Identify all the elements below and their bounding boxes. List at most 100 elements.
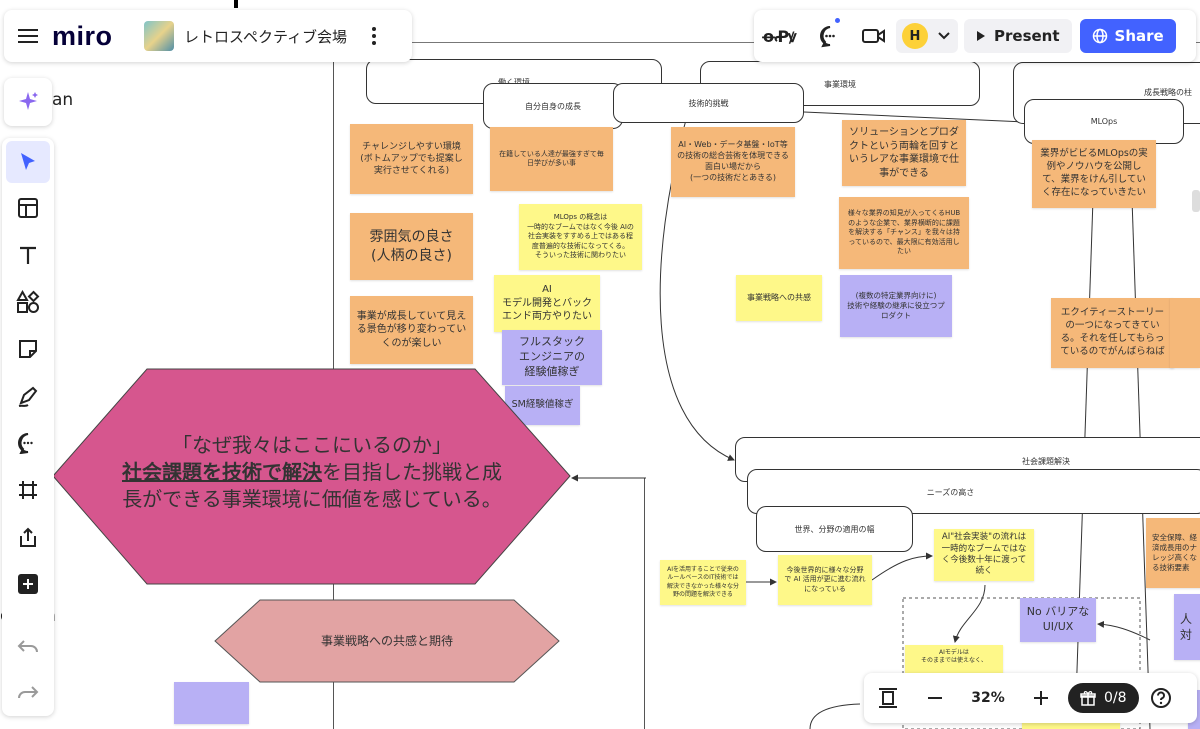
zoom-controls: 32% 0/8: [864, 673, 1197, 723]
help-button[interactable]: [1139, 673, 1183, 723]
sticky-note[interactable]: No バリアな UI/UX: [1020, 598, 1096, 642]
sticky-note[interactable]: 人 対: [1174, 594, 1200, 660]
text-tool[interactable]: [6, 234, 50, 276]
avatar[interactable]: H: [902, 23, 928, 49]
shapes-tool[interactable]: [6, 281, 50, 323]
globe-icon: [1092, 28, 1107, 44]
hamburger-icon[interactable]: [4, 10, 52, 62]
board-title[interactable]: レトロスペクティブ会場: [184, 27, 348, 46]
frame-label: MLOps: [1090, 117, 1118, 126]
frame-label: 働く環境: [367, 77, 661, 88]
more-tools-button[interactable]: [6, 563, 50, 605]
chat-bubble-icon[interactable]: [808, 10, 852, 62]
collaboration-app-icon[interactable]: ꝋꝒꝟ: [762, 27, 796, 46]
frame-tool[interactable]: [6, 469, 50, 511]
sticky-note[interactable]: [174, 682, 249, 724]
play-icon: [977, 31, 985, 41]
fit-screen-button[interactable]: [864, 673, 912, 723]
sticky-note[interactable]: AI・Web・データ基盤・IoT等の技術の総合芸術を体現できる面白い場だから (…: [671, 127, 795, 197]
frame-label: ニーズの高さ: [926, 488, 975, 497]
vertical-dots-icon[interactable]: [356, 10, 392, 62]
zoom-out-button[interactable]: [912, 673, 958, 723]
canvas-marker: [234, 0, 238, 8]
hexagon-main-line3: 長ができる事業環境に価値を感じている。: [122, 487, 502, 511]
hexagon-main-line2: 社会課題を技術で解決を目指した挑戦と成: [52, 459, 572, 486]
share-label: Share: [1114, 27, 1164, 45]
sticky-note[interactable]: エクイティーストーリーの一つになってきている。それを任してもらっているのでがんば…: [1051, 298, 1174, 368]
scroll-handle[interactable]: [1192, 190, 1200, 212]
sticky-note[interactable]: AI モデル開発とバックエンド両方やりたい: [494, 275, 600, 332]
user-menu[interactable]: H: [896, 19, 958, 53]
sticky-note[interactable]: 事業戦略への共感: [736, 275, 822, 321]
chevron-down-icon: [938, 32, 950, 40]
pen-icon: [18, 386, 38, 407]
pen-tool[interactable]: [6, 375, 50, 417]
plus-icon: [1034, 691, 1048, 705]
sticky-note[interactable]: 事業が成長していて見える景色が移り変わっていくのが楽しい: [350, 296, 473, 364]
notification-dot: [835, 18, 840, 23]
board-thumbnail-icon[interactable]: [144, 21, 174, 51]
sticky-note[interactable]: AIを活用することで従来のルールベースのIT技術では解決できなかった様々な分野の…: [660, 560, 746, 605]
video-camera-icon[interactable]: [852, 10, 896, 62]
sticky-note[interactable]: 業界がビビるMLOpsの実例やノウハウを公開して、業界をけん引していく存在になっ…: [1032, 140, 1156, 208]
layout-icon: [18, 198, 38, 218]
sticky-note[interactable]: [1170, 298, 1200, 368]
sticky-note-tool[interactable]: [6, 328, 50, 370]
hexagon-second-message[interactable]: 事業戦略への共感と期待: [214, 599, 560, 683]
upload-tool[interactable]: [6, 516, 50, 558]
frame-sekai-bunya[interactable]: 世界、分野の適用の幅: [756, 506, 913, 552]
zoom-level[interactable]: 32%: [971, 690, 1005, 706]
plus-square-icon: [18, 574, 38, 594]
sticky-note[interactable]: SM経験値稼ぎ: [505, 386, 580, 425]
sticky-note[interactable]: (複数の特定業界向けに) 技術や経験の継承に役立つプロダクト: [840, 275, 952, 337]
tools-toolbar: [2, 138, 54, 716]
hexagon-main-line1: 「なぜ我々はここにいるのか」: [172, 433, 452, 457]
sticky-note[interactable]: ソリューションとプロダクトという両輪を回すというレアな事業環境で仕事ができる: [842, 120, 966, 186]
sticky-note[interactable]: [1022, 718, 1120, 729]
connector-line: [644, 478, 645, 729]
hexagon-main-line2-rest: を目指した挑戦と成: [322, 460, 502, 484]
cursor-icon: [21, 153, 35, 170]
sticky-note[interactable]: 様々な業界の知見が入ってくるHUBのような企業で、業界横断的に課題を解決する「チ…: [839, 197, 969, 269]
fit-screen-icon: [879, 688, 897, 708]
undo-button[interactable]: [6, 625, 50, 667]
sticky-note[interactable]: 今後世界的に様々な分野で AI 活用が更に進む流れになっている: [778, 555, 872, 605]
gift-counter-button[interactable]: 0/8: [1068, 683, 1139, 713]
sticky-note[interactable]: 雰囲気の良さ (人柄の良さ): [350, 213, 473, 280]
redo-button[interactable]: [6, 671, 50, 713]
miro-logo[interactable]: miro: [52, 20, 113, 51]
frame-gijutsu-chosen[interactable]: 技術的挑戦: [613, 83, 804, 123]
zoom-in-button[interactable]: [1018, 673, 1064, 723]
frame-label: 自分自身の成長: [525, 102, 581, 111]
frame-label: 技術的挑戦: [688, 99, 729, 108]
sticky-note[interactable]: 安全保障、経済成長用のナレッジ高くなる技術要素: [1146, 518, 1200, 588]
ai-assist-button[interactable]: [4, 78, 52, 126]
minus-icon: [928, 697, 942, 699]
present-button[interactable]: Present: [964, 19, 1072, 53]
gift-counter: 0/8: [1104, 690, 1127, 706]
sticky-note[interactable]: 在籍している人達が最強すぎて毎日学びが多い事: [490, 127, 613, 191]
board-actions: ꝋꝒꝟ H Present Share: [754, 10, 1196, 62]
hexagon-main-message[interactable]: 「なぜ我々はここにいるのか」 社会課題を技術で解決を目指した挑戦と成 長ができる…: [52, 368, 572, 585]
sticky-note[interactable]: MLOps の概念は 一時的なブームではなく今後 AIの社会実装をすすめる上では…: [519, 204, 642, 270]
board-header: miro レトロスペクティブ会場: [4, 10, 412, 62]
comment-tool[interactable]: [6, 422, 50, 464]
upload-icon: [20, 527, 36, 547]
frame-mlops[interactable]: MLOps: [1024, 99, 1184, 144]
undo-icon: [17, 640, 38, 653]
select-tool[interactable]: [6, 141, 50, 183]
text-icon: [20, 246, 36, 264]
comment-icon: [18, 433, 33, 454]
share-button[interactable]: Share: [1079, 19, 1176, 53]
hexagon-second-label: 事業戦略への共感と期待: [320, 634, 453, 648]
frame-jibun-seicho[interactable]: 自分自身の成長: [483, 83, 623, 129]
frame-label: 世界、分野の適用の幅: [794, 525, 875, 534]
sparkle-icon: [19, 92, 38, 110]
cut-off-label: an: [52, 90, 74, 110]
sticky-note[interactable]: フルスタック エンジニアの 経験値稼ぎ: [502, 330, 602, 385]
frame-label: 成長戦略の柱: [1144, 88, 1192, 97]
sticky-note[interactable]: AI"社会実装"の流れは一時的なブームではなく今後数十年に渡って続く: [934, 529, 1034, 581]
templates-tool[interactable]: [6, 187, 50, 229]
sticky-note[interactable]: チャレンジしやすい環境 (ボトムアップでも提案し実行させてくれる): [350, 124, 473, 194]
